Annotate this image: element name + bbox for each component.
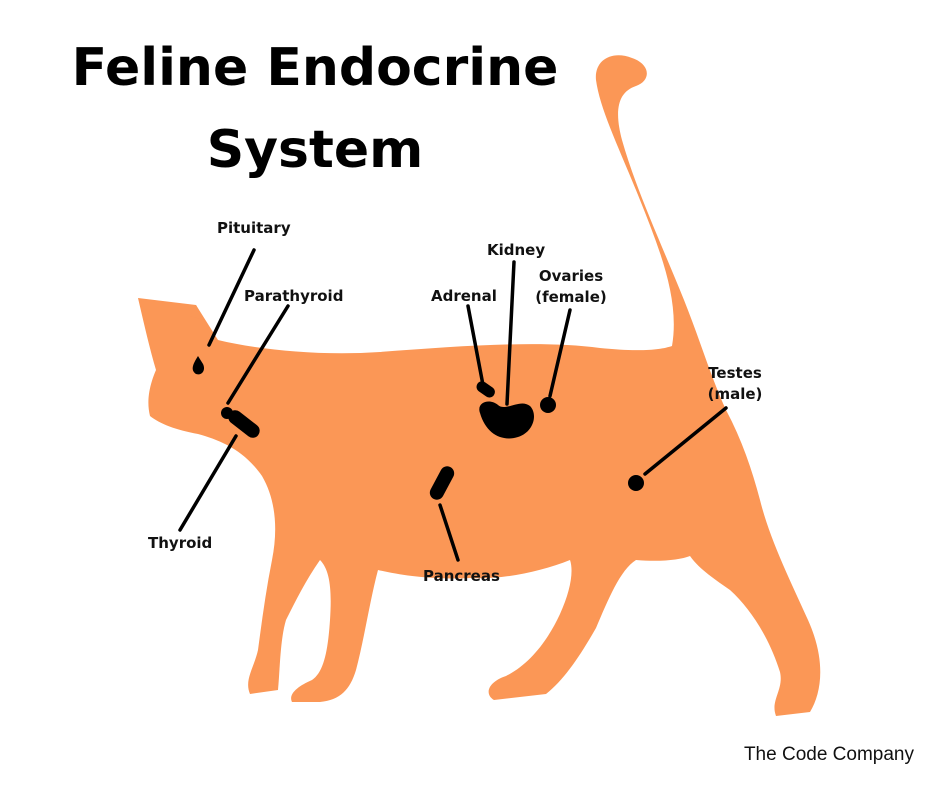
cat-ear	[190, 305, 204, 320]
pituitary-marker	[192, 356, 205, 375]
testes-label: Testes (male)	[700, 363, 770, 405]
pituitary-line	[207, 248, 256, 347]
ovaries-label-line-1: Ovaries	[538, 267, 604, 285]
pancreas-label: Pancreas	[423, 567, 500, 585]
pancreas-line	[438, 503, 460, 562]
leader-lines	[178, 248, 728, 562]
ovaries-label: Ovaries (female)	[533, 266, 609, 308]
testes-label-line-1: Testes	[708, 364, 762, 382]
pancreas-marker	[429, 466, 455, 500]
thyroid-line	[178, 434, 238, 532]
testes-marker	[628, 475, 644, 491]
kidney-label: Kidney	[487, 241, 546, 259]
ovary-marker	[540, 397, 556, 413]
pituitary-label: Pituitary	[217, 219, 291, 237]
adrenal-marker	[476, 381, 495, 398]
page-title-line-2: System	[206, 120, 424, 180]
kidney-marker	[479, 401, 534, 439]
page-title: Feline Endocrine	[71, 38, 559, 98]
ovaries-label-line-2: (female)	[535, 288, 607, 306]
thyroid-marker	[228, 410, 260, 438]
credit-text: The Code Company	[743, 744, 914, 765]
adrenal-label: Adrenal	[431, 287, 497, 305]
ovaries-line	[548, 308, 572, 398]
adrenal-line	[466, 304, 485, 387]
thyroid-label: Thyroid	[148, 534, 213, 552]
testes-label-line-2: (male)	[707, 385, 763, 403]
kidney-line	[505, 260, 516, 406]
organs	[192, 356, 644, 500]
parathyroid-line	[226, 304, 290, 405]
parathyroid-label: Parathyroid	[244, 287, 344, 305]
testes-line	[643, 406, 728, 476]
